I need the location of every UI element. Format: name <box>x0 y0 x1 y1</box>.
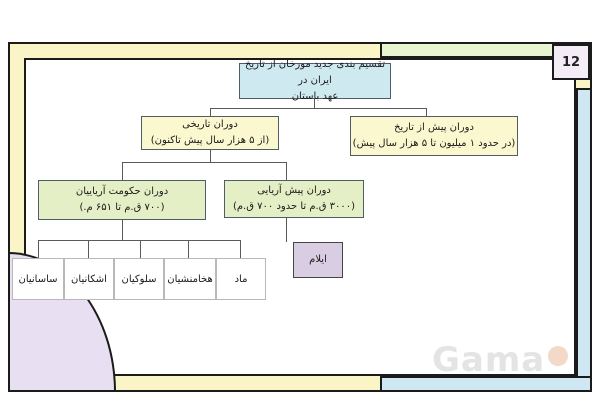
frame-bottom-strip <box>380 376 592 392</box>
dynasty-cell-mad: ماد <box>216 258 266 300</box>
dynasty-label: ساسانیان <box>18 273 58 285</box>
connector <box>140 240 141 258</box>
connector <box>240 240 241 258</box>
aryan-government-node: دوران حکومت آریاییان (۷۰۰ ق.م تا ۶۵۱ م.) <box>38 180 206 220</box>
connector <box>188 240 189 258</box>
connector <box>88 240 89 258</box>
connector <box>122 162 286 163</box>
elam-node: ایلام <box>293 242 343 278</box>
watermark: Gama <box>432 340 546 380</box>
aryan-government-range: (۷۰۰ ق.م تا ۶۵۱ م.) <box>79 202 165 213</box>
connector <box>122 162 123 180</box>
page-number: 12 <box>552 44 590 80</box>
dynasty-label: هخامنشیان <box>167 273 213 285</box>
historical-period-node: دوران تاریخی (از ۵ هزار سال پیش تاکنون) <box>141 116 279 150</box>
connector <box>210 150 211 162</box>
connector <box>122 220 123 240</box>
pre-aryan-range: (۳۰۰۰ ق.م تا حدود ۷۰۰ ق.م) <box>232 201 356 212</box>
connector <box>426 108 427 116</box>
connector <box>314 98 315 108</box>
dynasty-label: سلوکیان <box>121 273 157 285</box>
frame-top-strip <box>380 42 592 58</box>
prehistoric-period-title: دوران پیش از تاریخ <box>394 122 474 133</box>
pre-aryan-node: دوران پیش آریایی (۳۰۰۰ ق.م تا حدود ۷۰۰ ق… <box>224 180 364 218</box>
dynasty-cell-sasanian: ساسانیان <box>12 258 64 300</box>
connector <box>286 162 287 180</box>
dynasty-label: اشکانیان <box>71 273 107 285</box>
frame-right-strip <box>576 88 592 392</box>
dynasty-label: ماد <box>234 273 248 285</box>
historical-period-range: (از ۵ هزار سال پیش تاکنون) <box>150 135 270 146</box>
dynasty-cell-parthian: اشکانیان <box>64 258 114 300</box>
connector <box>210 108 426 109</box>
dynasty-cell-achaemenid: هخامنشیان <box>164 258 216 300</box>
prehistoric-period-node: دوران پیش از تاریخ (در حدود ۱ میلیون تا … <box>350 116 518 156</box>
elam-label: ایلام <box>309 254 327 265</box>
dynasty-cell-seleucid: سلوکیان <box>114 258 164 300</box>
connector <box>286 218 287 242</box>
root-node: تقسیم بندی جدید مورخان از تاریخ ایران در… <box>239 59 391 102</box>
root-node-line1: تقسیم بندی جدید مورخان از تاریخ ایران در <box>244 59 386 86</box>
connector <box>38 240 39 258</box>
aryan-government-title: دوران حکومت آریاییان <box>75 186 169 197</box>
watermark-logo-icon <box>548 346 568 366</box>
connector <box>210 108 211 116</box>
connector <box>38 240 240 241</box>
root-node-line2: عهد باستان <box>291 91 339 102</box>
pre-aryan-title: دوران پیش آریایی <box>257 185 331 196</box>
historical-period-title: دوران تاریخی <box>182 119 238 130</box>
prehistoric-period-range: (در حدود ۱ میلیون تا ۵ هزار سال پیش) <box>352 138 516 149</box>
